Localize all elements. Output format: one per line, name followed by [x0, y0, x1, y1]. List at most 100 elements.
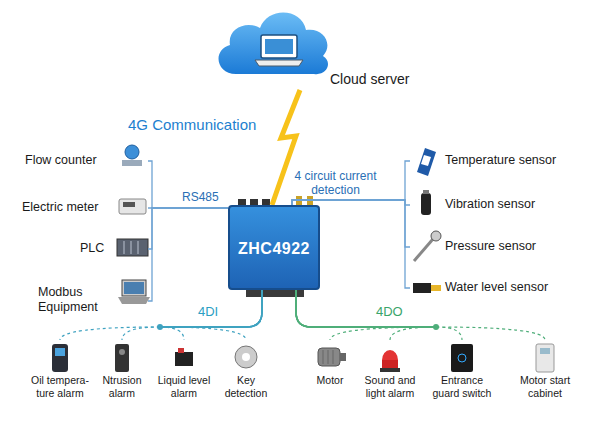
sensor-node: Vibration sensor — [410, 192, 590, 218]
device-body — [52, 344, 68, 372]
node-text: Liquid level alarm — [153, 374, 215, 399]
plc-body — [117, 239, 148, 256]
connector — [160, 290, 262, 340]
node-text: Pressure sensor — [445, 239, 590, 254]
motor-body — [318, 348, 340, 366]
sound-light-alarm-icon — [380, 350, 400, 372]
connector — [296, 290, 436, 340]
device-body — [115, 344, 129, 372]
output-node: Motor — [299, 340, 361, 416]
motor-shaft — [340, 353, 346, 361]
connector-line — [160, 290, 262, 327]
connector — [272, 90, 300, 205]
connector-line — [296, 290, 436, 327]
device-node: Flow counter — [20, 148, 148, 174]
output-node: Motor start cabinet — [514, 340, 576, 416]
laptop-display — [124, 282, 144, 294]
cloud-shape — [219, 12, 329, 74]
connector-line — [122, 327, 160, 340]
output-node: Sound and light alarm — [359, 340, 421, 416]
device-node: Modbus Equipment — [20, 282, 148, 320]
device-node: PLC — [20, 236, 148, 262]
sensor-node: Temperature sensor — [410, 148, 590, 174]
port-label: 4DI — [198, 305, 238, 320]
node-text: Flow counter — [25, 153, 120, 168]
sensor-node: Pressure sensor — [410, 234, 590, 260]
cloud-node: Cloud server — [212, 8, 424, 90]
node-text: Modbus Equipment — [38, 285, 118, 315]
connector-line — [160, 327, 246, 340]
node-text: ZHC4922 — [230, 239, 318, 258]
sensor-head — [431, 231, 441, 241]
port-label: 4DO — [376, 305, 416, 320]
sensor-probe — [414, 239, 433, 261]
node-text: Water level sensor — [445, 280, 590, 295]
key-outer — [235, 346, 257, 368]
connector-line — [296, 290, 436, 327]
sensor-label — [421, 155, 431, 166]
input-node: Key detection — [215, 340, 277, 416]
laptop-screen — [261, 35, 297, 58]
connector-line — [160, 327, 184, 340]
cabinet-body — [536, 344, 554, 372]
meter-dial — [125, 145, 139, 159]
connector-line — [390, 327, 436, 340]
sensor-body — [421, 193, 431, 215]
connector-line — [436, 327, 545, 340]
connector-line — [330, 327, 436, 340]
switch-ring — [458, 354, 466, 362]
alarm-dome — [382, 350, 398, 360]
pressure-sensor-icon — [414, 231, 441, 261]
laptop-display — [265, 39, 293, 54]
laptop-icon — [118, 280, 150, 304]
node-text: Key detection — [215, 374, 277, 399]
input-node: Oil tempera- ture alarm — [29, 340, 91, 416]
controller-board: ZHC4922 — [228, 205, 320, 290]
connector — [60, 290, 262, 340]
connector-line — [272, 90, 300, 205]
node-text: Motor — [299, 374, 361, 387]
laptop-screen — [122, 280, 146, 296]
motor-icon — [318, 348, 346, 366]
entrance-switch-icon — [451, 344, 473, 372]
pipe — [122, 160, 142, 166]
input-node: Liquid level alarm — [153, 340, 215, 416]
node-text: Ntrusion alarm — [91, 374, 153, 399]
switch-body — [451, 344, 473, 372]
connector-line — [296, 290, 436, 327]
output-node: Entrance guard switch — [431, 340, 493, 416]
flow-counter-icon — [122, 145, 142, 166]
key-inner — [242, 353, 250, 361]
water-level-sensor-icon — [413, 283, 441, 293]
electric-meter-icon — [119, 199, 146, 214]
sensor-node: Water level sensor — [410, 275, 590, 301]
device-body — [175, 352, 193, 366]
motor-ribs — [323, 350, 333, 364]
cloud-icon — [219, 12, 329, 74]
node-text: Entrance guard switch — [431, 374, 493, 399]
sensor-body — [413, 283, 431, 293]
node-text: Vibration sensor — [445, 197, 590, 212]
node-text: Temperature sensor — [445, 153, 590, 168]
device-lens — [119, 349, 125, 355]
edge-label: 4G Communication — [128, 116, 278, 133]
key-icon — [235, 346, 257, 368]
cabinet-panel — [540, 348, 550, 354]
plc-slots — [124, 241, 138, 254]
connector-line — [160, 290, 262, 327]
meter-body — [119, 199, 146, 214]
connector — [148, 208, 228, 301]
oil-alarm-icon — [52, 344, 68, 372]
connector-line — [296, 290, 436, 327]
sensor-float — [431, 285, 441, 291]
bus-label: 4 circuit current detection — [283, 170, 388, 198]
connector-line — [160, 290, 262, 327]
connector-line — [148, 208, 228, 301]
laptop-base — [255, 60, 303, 66]
connector — [296, 290, 436, 340]
node-text: Cloud server — [330, 71, 420, 88]
laptop-base — [118, 297, 150, 304]
connector — [148, 208, 228, 249]
device-node: Electric meter — [20, 195, 148, 221]
node-text: Motor start cabinet — [514, 374, 576, 399]
